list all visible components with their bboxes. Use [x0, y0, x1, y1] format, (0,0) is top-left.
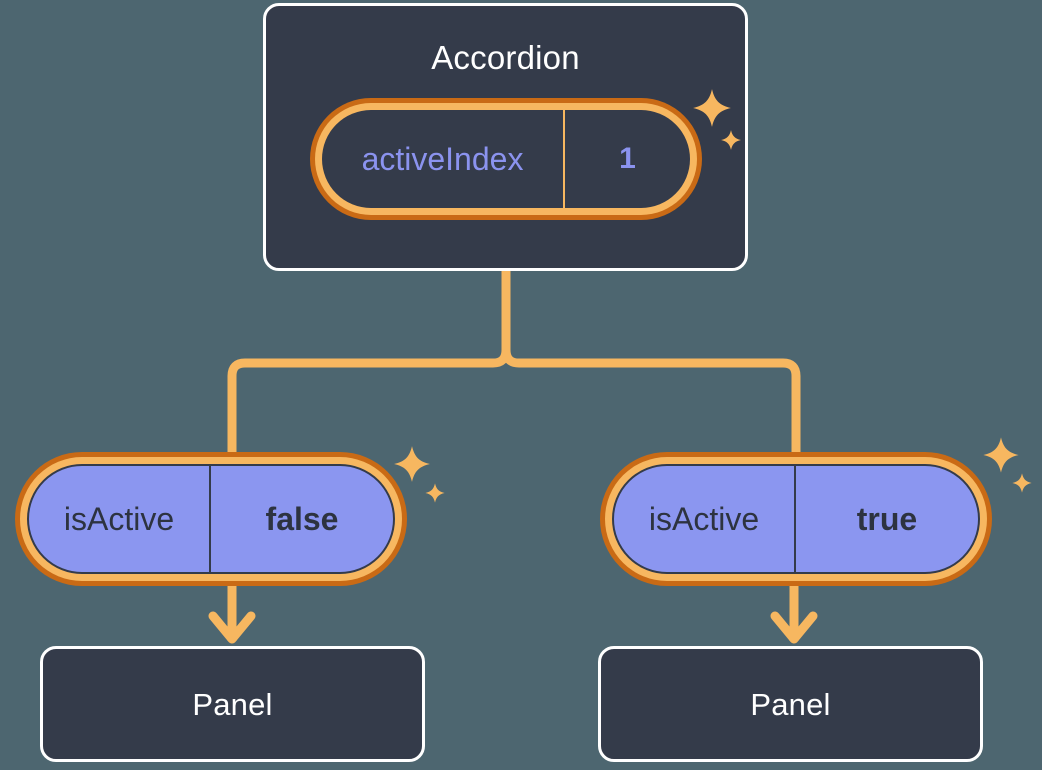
- state-pill-body: activeIndex 1: [322, 110, 690, 208]
- state-key-label: activeIndex: [322, 110, 565, 208]
- arrow-down-icon-left: [208, 611, 256, 644]
- state-pill-body: isActive true: [612, 464, 980, 574]
- panel-component-card-left: Panel: [40, 646, 425, 762]
- state-pill-ring: isActive true: [605, 457, 987, 581]
- panel-component-card-right: Panel: [598, 646, 983, 762]
- state-value-label: 1: [619, 142, 636, 175]
- state-value-label: true: [856, 500, 918, 537]
- state-pill-ring: activeIndex 1: [315, 103, 697, 215]
- panel-title: Panel: [192, 687, 273, 722]
- state-pill-ring: isActive false: [20, 457, 402, 581]
- state-pill-isactive-left[interactable]: isActive false: [15, 452, 407, 586]
- sparkle-icon: [425, 483, 445, 503]
- state-key-label: isActive: [614, 466, 796, 572]
- state-pill-activeindex[interactable]: activeIndex 1: [310, 98, 702, 220]
- state-value-label: false: [265, 500, 339, 537]
- accordion-title: Accordion: [431, 39, 580, 76]
- state-pill-isactive-right[interactable]: isActive true: [600, 452, 992, 586]
- panel-title: Panel: [750, 687, 831, 722]
- arrow-down-icon-right: [770, 611, 818, 644]
- state-key-label: isActive: [29, 466, 211, 572]
- sparkle-icon: [1012, 473, 1032, 493]
- sparkle-icon: [394, 446, 430, 482]
- sparkle-icon: [983, 437, 1019, 473]
- state-pill-body: isActive false: [27, 464, 395, 574]
- connector-left: [227, 266, 511, 457]
- connector-right: [501, 266, 801, 457]
